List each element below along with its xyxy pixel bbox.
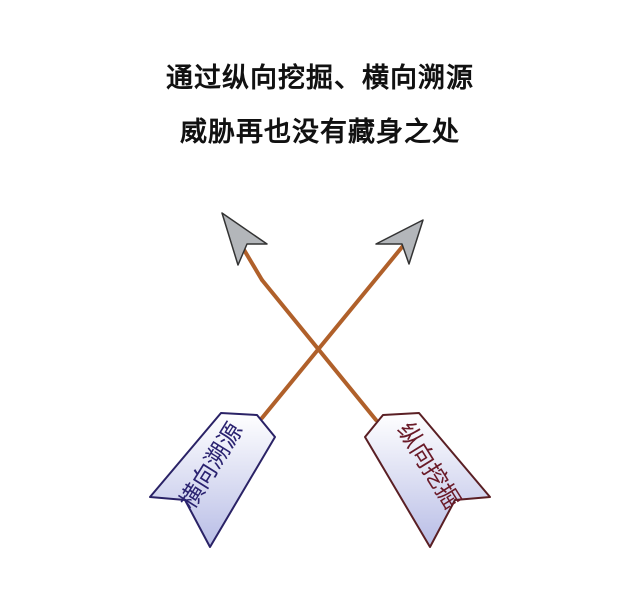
right-arrowhead-icon bbox=[375, 219, 424, 265]
headline-line-1: 通过纵向挖掘、横向溯源 bbox=[166, 63, 474, 94]
left-flag bbox=[149, 412, 276, 548]
right-arrow bbox=[260, 219, 424, 420]
right-arrow-shaft bbox=[260, 239, 409, 420]
left-arrow-fletching: 横向溯源 bbox=[149, 412, 276, 548]
right-flag bbox=[364, 412, 491, 548]
headline-line-2: 威胁再也没有藏身之处 bbox=[180, 117, 460, 148]
right-arrow-fletching: 纵向挖掘 bbox=[364, 412, 491, 548]
left-arrowhead-icon bbox=[221, 212, 268, 266]
left-arrow bbox=[221, 212, 378, 422]
